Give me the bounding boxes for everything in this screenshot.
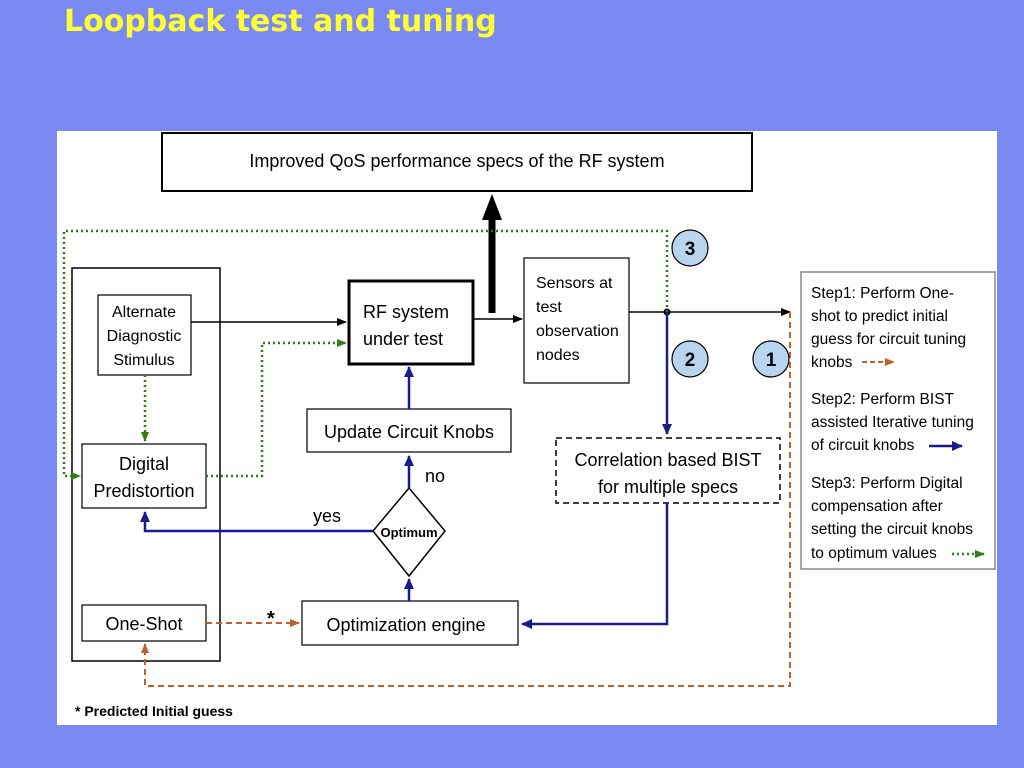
sensors-line2: test xyxy=(536,299,562,316)
sensors-line3: observation xyxy=(536,323,619,340)
step-badge-2-label: 2 xyxy=(685,350,696,371)
predistortion-to-rf-dotted xyxy=(206,339,347,478)
legend-box xyxy=(800,271,996,570)
bist-to-optimizer-arrow xyxy=(521,503,669,629)
legend-step3-line4: to optimum values xyxy=(811,545,937,562)
alt-stimulus-line1: Alternate xyxy=(112,304,176,321)
footnote: * Predicted Initial guess xyxy=(75,703,233,719)
legend-step3-line1: Step3: Perform Digital xyxy=(811,475,963,492)
step-badge-3 xyxy=(671,229,709,267)
label-asterisk: * xyxy=(267,608,275,630)
legend-step1-line4: knobs xyxy=(811,354,853,371)
optimum-label: Optimum xyxy=(380,525,437,540)
legend-step2-line1: Step2: Perform BIST xyxy=(811,391,955,408)
loopback-diagram: Improved QoS performance specs of the RF… xyxy=(62,132,996,719)
bist-line2: for multiple specs xyxy=(598,477,738,497)
legend-step2-line3: of circuit knobs xyxy=(811,437,915,454)
digital-predistortion-line1: Digital xyxy=(119,454,169,474)
one-shot-label: One-Shot xyxy=(105,614,182,634)
slide-title: Loopback test and tuning xyxy=(64,4,497,39)
step-badge-1 xyxy=(752,340,790,378)
bist-line1: Correlation based BIST xyxy=(574,450,761,470)
legend-step1-line2: shot to predict initial xyxy=(811,308,948,325)
qos-box-label: Improved QoS performance specs of the RF… xyxy=(249,151,664,171)
legend-step3-line3: setting the circuit knobs xyxy=(811,521,973,538)
sensors-line4: nodes xyxy=(536,347,580,364)
label-yes: yes xyxy=(313,506,341,526)
update-knobs-label: Update Circuit Knobs xyxy=(324,422,494,442)
sensors-line1: Sensors at xyxy=(536,275,613,292)
step-badge-2 xyxy=(671,340,709,378)
rf-system-line2: under test xyxy=(363,329,443,349)
label-no: no xyxy=(425,466,445,486)
optimization-engine-label: Optimization engine xyxy=(326,615,485,635)
rf-system-box xyxy=(347,279,475,366)
rf-system-line1: RF system xyxy=(363,302,449,322)
optimum-yes-to-predistortion-arrow xyxy=(140,511,373,533)
legend-step3-line2: compensation after xyxy=(811,498,943,515)
alt-stimulus-line3: Stimulus xyxy=(113,352,174,369)
diagram-panel: Improved QoS performance specs of the RF… xyxy=(57,131,997,725)
bist-box xyxy=(555,437,781,504)
output-to-oneshot-dashed xyxy=(141,312,791,687)
qos-box xyxy=(161,132,753,192)
qos-arrow-head xyxy=(482,194,502,220)
optimum-diamond xyxy=(372,486,446,578)
sensors-box xyxy=(523,257,630,384)
digital-predistortion-line2: Predistortion xyxy=(93,481,194,501)
update-knobs-box xyxy=(306,408,512,453)
optimization-engine-box xyxy=(301,600,519,646)
legend-step2-line2: assisted Iterative tuning xyxy=(811,414,974,431)
legend-step1-line1: Step1: Perform One- xyxy=(811,285,954,302)
alt-stimulus-line2: Diagnostic xyxy=(107,328,182,345)
step-badge-1-label: 1 xyxy=(766,350,777,371)
legend-step1-line3: guess for circuit tuning xyxy=(811,331,966,348)
step-badge-3-label: 3 xyxy=(685,239,696,260)
